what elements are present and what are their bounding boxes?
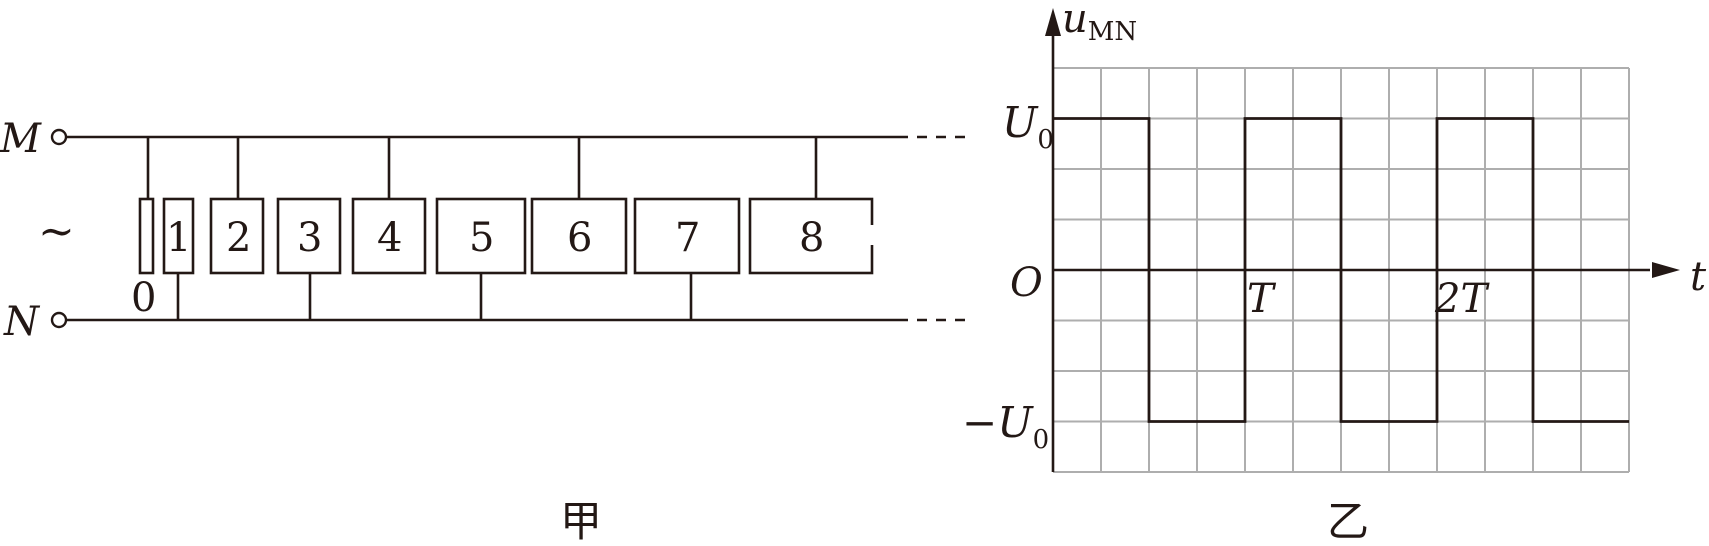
- drift-tube-6: [530, 197, 628, 275]
- y-axis-arrow: [1045, 8, 1061, 36]
- ac-source-symbol: ~: [38, 206, 75, 257]
- drift-tube-7: [633, 197, 741, 275]
- drift-tube-3: [276, 197, 342, 275]
- tube-label-0: 0: [131, 275, 156, 321]
- x-tick-t: T: [1247, 276, 1277, 322]
- tube-label-1: 1: [166, 215, 191, 261]
- tube-label-8: 8: [799, 215, 824, 261]
- terminal-n-label: N: [3, 299, 41, 345]
- y-axis-label: uMN: [1062, 0, 1137, 47]
- terminal-n: [50, 311, 68, 329]
- tube-label-4: 4: [377, 215, 402, 261]
- waveform-graph: uMN t O U0 −U0 T 2T 乙: [962, 0, 1707, 546]
- drift-tube-5: [435, 197, 527, 275]
- caption-yi: 乙: [1327, 497, 1369, 546]
- x-axis-label: t: [1690, 254, 1707, 300]
- drift-tube-1: [162, 197, 195, 275]
- y-tick-u0: U0: [1002, 98, 1054, 155]
- square-wave-line: [1053, 117, 1629, 423]
- x-tick-2t: 2T: [1434, 276, 1490, 322]
- tube-label-5: 5: [469, 215, 494, 261]
- x-axis-arrow: [1652, 262, 1680, 278]
- tube-label-2: 2: [226, 215, 251, 261]
- drift-tube-2: [209, 197, 265, 275]
- drift-tube-4: [351, 197, 427, 275]
- circuit-diagram: M N ~ 0 1 2 3 4 5 6 7 8 甲: [0, 116, 968, 546]
- terminal-m-label: M: [0, 116, 42, 162]
- terminal-m: [50, 128, 68, 146]
- y-tick-neg-u0: −U0: [962, 398, 1049, 455]
- drift-tube-8: [748, 197, 874, 275]
- tube-label-6: 6: [567, 215, 592, 261]
- tube-8-open-end: [868, 225, 876, 245]
- origin-label: O: [1010, 260, 1043, 306]
- caption-jia: 甲: [560, 497, 602, 546]
- tube-label-7: 7: [675, 215, 700, 261]
- tube-label-3: 3: [297, 215, 322, 261]
- drift-tube-0: [138, 197, 155, 275]
